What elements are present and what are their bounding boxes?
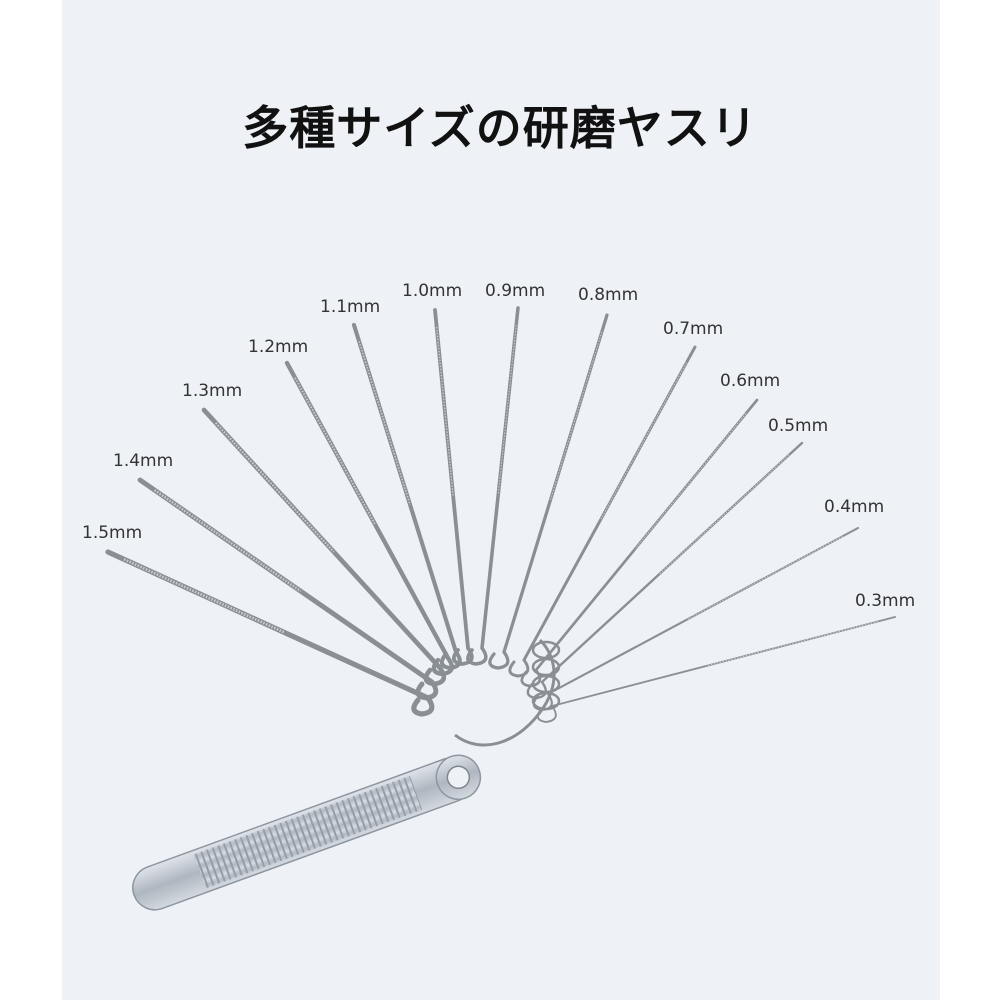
needle-file-serration — [497, 324, 517, 496]
needle-file-0.6mm — [520, 398, 759, 688]
spring-coil — [531, 691, 561, 711]
needle-file-serration — [687, 535, 843, 620]
product-title: 多種サイズの研磨ヤスリ — [242, 101, 758, 155]
size-label: 1.5mm — [82, 523, 142, 543]
needle-file-1.5mm — [105, 549, 435, 717]
size-label: 0.7mm — [663, 319, 723, 339]
needle-file-serration — [153, 489, 302, 593]
size-label: 0.9mm — [485, 281, 545, 301]
needle-file-0.3mm — [536, 616, 896, 723]
size-label: 0.5mm — [768, 416, 828, 436]
needle-file-1.4mm — [137, 477, 439, 701]
size-label: 0.6mm — [720, 371, 780, 391]
needle-file-serration — [658, 454, 790, 575]
needle-file-0.5mm — [526, 441, 804, 700]
size-label: 0.4mm — [824, 497, 884, 517]
needle-file-1.1mm — [351, 322, 462, 671]
needle-file-serration — [635, 413, 747, 549]
handle — [132, 754, 482, 911]
size-label: 1.1mm — [320, 297, 380, 317]
needle-file-serration — [123, 558, 285, 634]
needle-file-1.2mm — [284, 360, 454, 677]
product-background — [62, 0, 940, 1000]
needle-file-0.8mm — [488, 313, 609, 670]
size-label: 0.3mm — [855, 591, 915, 611]
size-label: 1.4mm — [113, 451, 173, 471]
needle-file-serration — [706, 620, 878, 667]
needle-file-serration — [294, 377, 377, 526]
size-label: 0.8mm — [578, 285, 638, 305]
needle-file-serration — [215, 422, 335, 553]
size-label: 1.0mm — [402, 281, 462, 301]
size-label: 1.2mm — [248, 337, 308, 357]
needle-file-serration — [549, 331, 603, 501]
needle-file-0.9mm — [466, 306, 520, 666]
size-label: 1.3mm — [182, 381, 242, 401]
needle-file-0.7mm — [508, 345, 697, 678]
needle-file-serration — [436, 326, 454, 496]
